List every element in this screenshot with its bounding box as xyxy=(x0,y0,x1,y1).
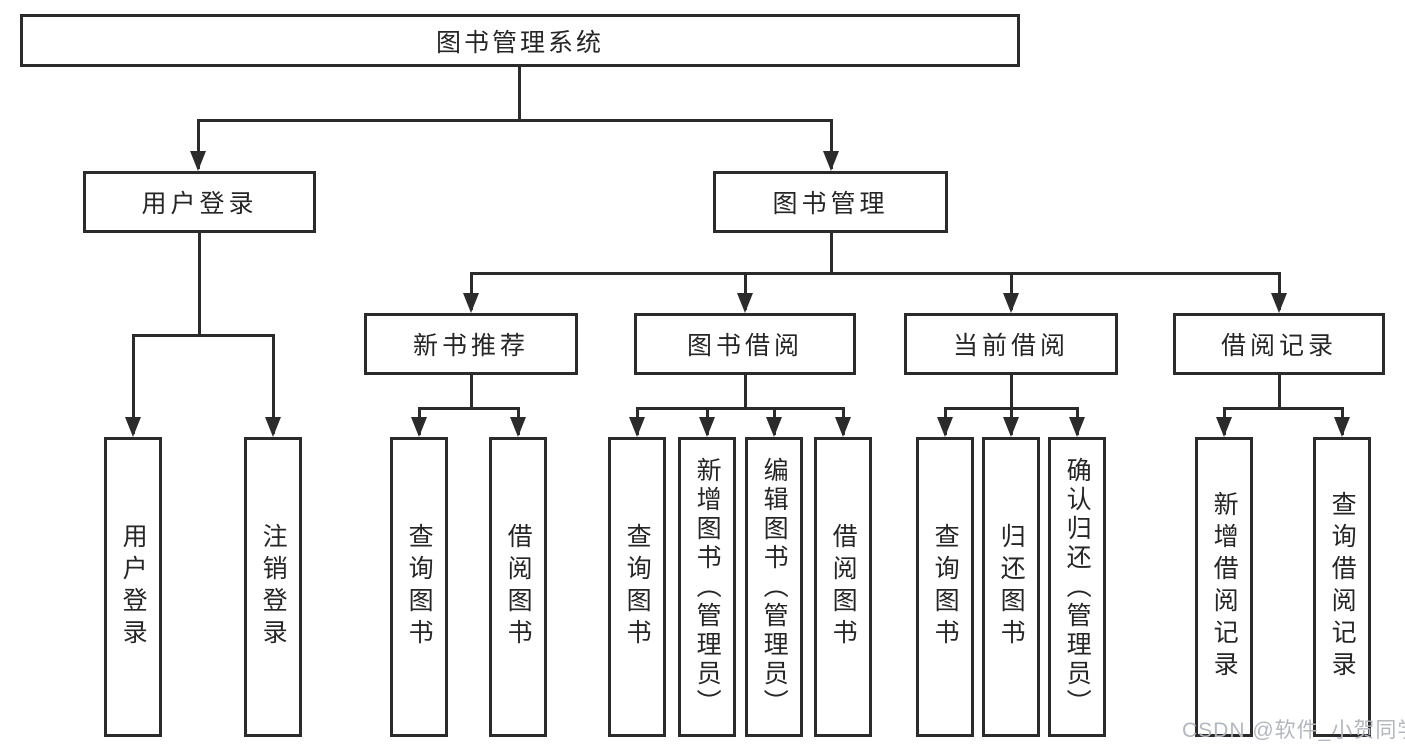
leaf-bb-edit-book-admin-label: 编辑图书（管理员） xyxy=(760,456,789,718)
leaf-bb-borrow-book-label: 借阅图书 xyxy=(829,523,858,651)
connector-line xyxy=(830,232,833,274)
connector-line xyxy=(636,407,845,410)
node-borrow-records-label: 借阅记录 xyxy=(1220,332,1337,360)
node-user-login-label: 用户登录 xyxy=(141,190,258,218)
node-root: 图书管理系统 xyxy=(20,14,1020,67)
connector-line xyxy=(470,272,473,310)
connector-line xyxy=(470,272,1281,275)
connector-line xyxy=(197,119,200,169)
arrowhead xyxy=(823,151,839,171)
arrowhead xyxy=(699,417,715,437)
leaf-user-login-label: 用户登录 xyxy=(119,523,148,651)
leaf-bb-edit-book-admin: 编辑图书（管理员） xyxy=(745,437,803,737)
connector-line xyxy=(1010,272,1013,310)
node-borrow-records: 借阅记录 xyxy=(1173,313,1385,375)
leaf-rec-borrow-book-label: 借阅图书 xyxy=(504,523,533,651)
leaf-cb-query-book-label: 查询图书 xyxy=(931,523,960,651)
leaf-cb-confirm-return-admin-label: 确认归还（管理员） xyxy=(1063,456,1092,718)
node-book-borrow: 图书借阅 xyxy=(634,313,856,375)
node-current-borrow: 当前借阅 xyxy=(904,313,1118,375)
leaf-bb-add-book-admin-label: 新增图书（管理员） xyxy=(693,456,722,718)
leaf-br-query-record-label: 查询借阅记录 xyxy=(1328,491,1357,683)
node-new-book-recommend: 新书推荐 xyxy=(364,313,578,375)
arrowhead xyxy=(125,417,141,437)
leaf-br-add-record-label: 新增借阅记录 xyxy=(1210,491,1239,683)
leaf-bb-borrow-book: 借阅图书 xyxy=(814,437,872,737)
node-root-label: 图书管理系统 xyxy=(435,28,604,57)
connector-line xyxy=(132,334,275,337)
connector-line xyxy=(1010,374,1013,409)
connector-line xyxy=(1278,272,1281,310)
arrowhead xyxy=(190,151,206,171)
arrowhead xyxy=(835,417,851,437)
node-new-book-recommend-label: 新书推荐 xyxy=(412,332,529,360)
node-book-management-label: 图书管理 xyxy=(772,190,889,218)
node-book-management: 图书管理 xyxy=(713,171,948,233)
leaf-rec-query-book-label: 查询图书 xyxy=(405,523,434,651)
connector-line xyxy=(272,334,275,434)
arrowhead xyxy=(510,417,526,437)
arrowhead xyxy=(1271,293,1287,313)
connector-line xyxy=(197,119,833,122)
connector-line xyxy=(1278,374,1281,409)
connector-line xyxy=(744,272,747,310)
leaf-rec-query-book: 查询图书 xyxy=(390,437,448,737)
arrowhead xyxy=(411,417,427,437)
arrowhead xyxy=(1003,293,1019,313)
arrowhead xyxy=(737,293,753,313)
arrowhead xyxy=(1216,417,1232,437)
connector-line xyxy=(1223,407,1344,410)
arrowhead xyxy=(937,417,953,437)
leaf-logout: 注销登录 xyxy=(244,437,302,737)
node-book-borrow-label: 图书借阅 xyxy=(686,332,803,360)
arrowhead xyxy=(1069,417,1085,437)
node-current-borrow-label: 当前借阅 xyxy=(952,332,1069,360)
leaf-bb-add-book-admin: 新增图书（管理员） xyxy=(678,437,736,737)
leaf-bb-query-book: 查询图书 xyxy=(608,437,666,737)
connector-line xyxy=(132,334,135,434)
leaf-bb-query-book-label: 查询图书 xyxy=(623,523,652,651)
connector-line xyxy=(518,66,521,121)
connector-line xyxy=(418,407,520,410)
connector-line xyxy=(744,374,747,409)
connector-line xyxy=(830,119,833,169)
arrowhead xyxy=(629,417,645,437)
leaf-rec-borrow-book: 借阅图书 xyxy=(489,437,547,737)
arrowhead xyxy=(265,417,281,437)
arrowhead xyxy=(766,417,782,437)
node-user-login: 用户登录 xyxy=(83,171,316,233)
leaf-user-login: 用户登录 xyxy=(104,437,162,737)
leaf-cb-return-book: 归还图书 xyxy=(982,437,1040,737)
arrowhead xyxy=(463,293,479,313)
arrowhead xyxy=(1003,417,1019,437)
leaf-cb-query-book: 查询图书 xyxy=(916,437,974,737)
leaf-cb-confirm-return-admin: 确认归还（管理员） xyxy=(1048,437,1106,737)
leaf-br-query-record: 查询借阅记录 xyxy=(1313,437,1371,737)
connector-line xyxy=(198,232,201,336)
leaf-cb-return-book-label: 归还图书 xyxy=(997,523,1026,651)
leaf-logout-label: 注销登录 xyxy=(259,523,288,651)
connector-line xyxy=(470,374,473,409)
leaf-br-add-record: 新增借阅记录 xyxy=(1195,437,1253,737)
arrowhead xyxy=(1334,417,1350,437)
